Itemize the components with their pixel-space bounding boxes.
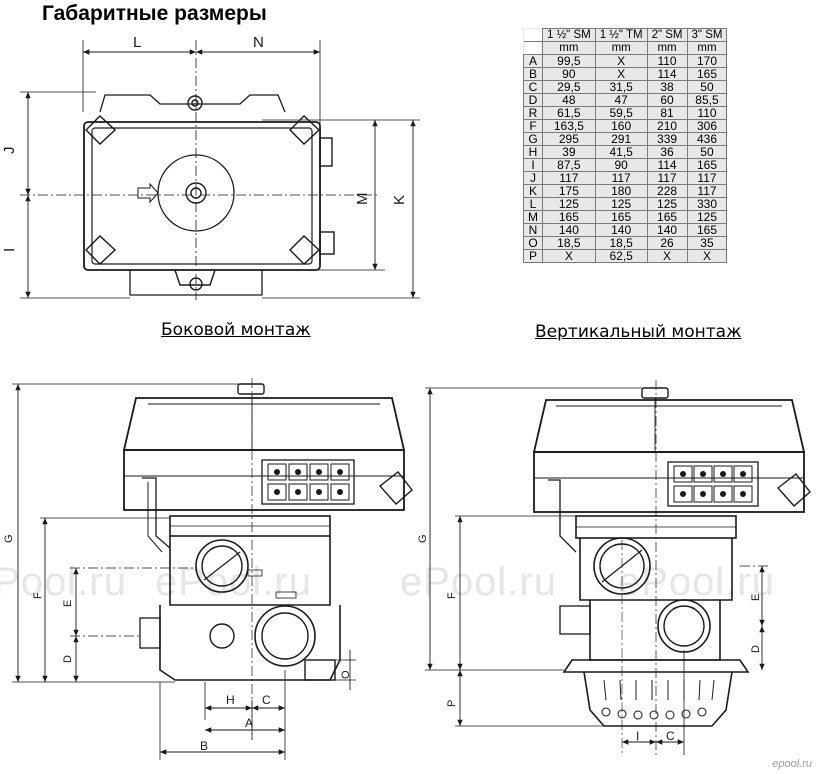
row-key: J <box>523 171 543 185</box>
dim-label-K: K <box>391 195 408 205</box>
dimensions-table: 1 ½" SM 1 ½" TM 2" SM 3" SM mm mm mm mm … <box>523 28 728 263</box>
dim-label-A: A <box>245 716 253 730</box>
dim-label-H: H <box>226 693 235 707</box>
side-mount-drawing <box>12 378 413 760</box>
dim-label-G: G <box>417 534 429 543</box>
table-cell: 50 <box>686 80 728 94</box>
dim-label-D: D <box>62 655 74 663</box>
dim-label-M: M <box>354 193 371 206</box>
dim-label-P: P <box>446 700 458 707</box>
table-cell: 175 <box>542 184 596 198</box>
table-cell: 99,5 <box>542 54 596 68</box>
caption-side-mount: Боковой монтаж <box>161 320 311 340</box>
dim-label-D: D <box>750 645 762 653</box>
table-cell: 110 <box>686 106 728 120</box>
table-cell: 306 <box>686 119 728 133</box>
table-cell: 114 <box>646 158 688 172</box>
table-cell: 62,5 <box>594 249 648 263</box>
table-cell: 160 <box>594 119 648 133</box>
table-cell: 140 <box>594 223 648 237</box>
column-header: 3" SM <box>686 28 728 42</box>
table-cell: 41,5 <box>594 145 648 159</box>
dim-label-O: O <box>340 670 352 679</box>
logo: epool.ru <box>772 758 812 770</box>
table-cell: X <box>686 249 728 263</box>
dim-label-L: L <box>133 34 141 51</box>
vertical-mount-drawing <box>425 380 811 755</box>
table-cell: 180 <box>594 184 648 198</box>
table-cell: 50 <box>686 145 728 159</box>
table-cell: 125 <box>646 197 688 211</box>
dim-label-G: G <box>3 534 15 543</box>
dim-label-E: E <box>750 594 762 601</box>
dim-label-C: C <box>666 729 675 743</box>
dim-label-B: B <box>200 739 208 753</box>
dim-label-F: F <box>446 592 458 599</box>
table-units-row: mm mm mm mm <box>523 41 728 55</box>
table-cell: 165 <box>686 223 728 237</box>
caption-vertical-mount: Вертикальный монтаж <box>535 322 742 342</box>
table-cell: 330 <box>686 197 728 211</box>
table-cell: 29,5 <box>542 80 596 94</box>
dim-label-J: J <box>1 147 18 155</box>
watermark: ePool.ru <box>400 560 557 604</box>
dim-label-N: N <box>253 34 264 51</box>
table-cell: 165 <box>686 67 728 81</box>
table-cell: 87,5 <box>542 158 596 172</box>
dim-label-C: C <box>262 693 271 707</box>
top-view-drawing <box>20 40 420 300</box>
table-cell: 291 <box>594 132 648 146</box>
row-key: P <box>523 249 543 263</box>
watermark: ePool.ru <box>0 560 127 604</box>
table-cell: 117 <box>594 171 648 185</box>
dim-label-F: F <box>32 592 44 599</box>
table-corner <box>523 41 543 55</box>
table-cell: 165 <box>542 210 596 224</box>
dim-label-I: I <box>1 248 18 252</box>
dim-label-I: I <box>636 729 639 743</box>
page-title: Габаритные размеры <box>42 2 267 25</box>
table-cell: 90 <box>542 67 596 81</box>
dim-label-E: E <box>62 600 74 607</box>
